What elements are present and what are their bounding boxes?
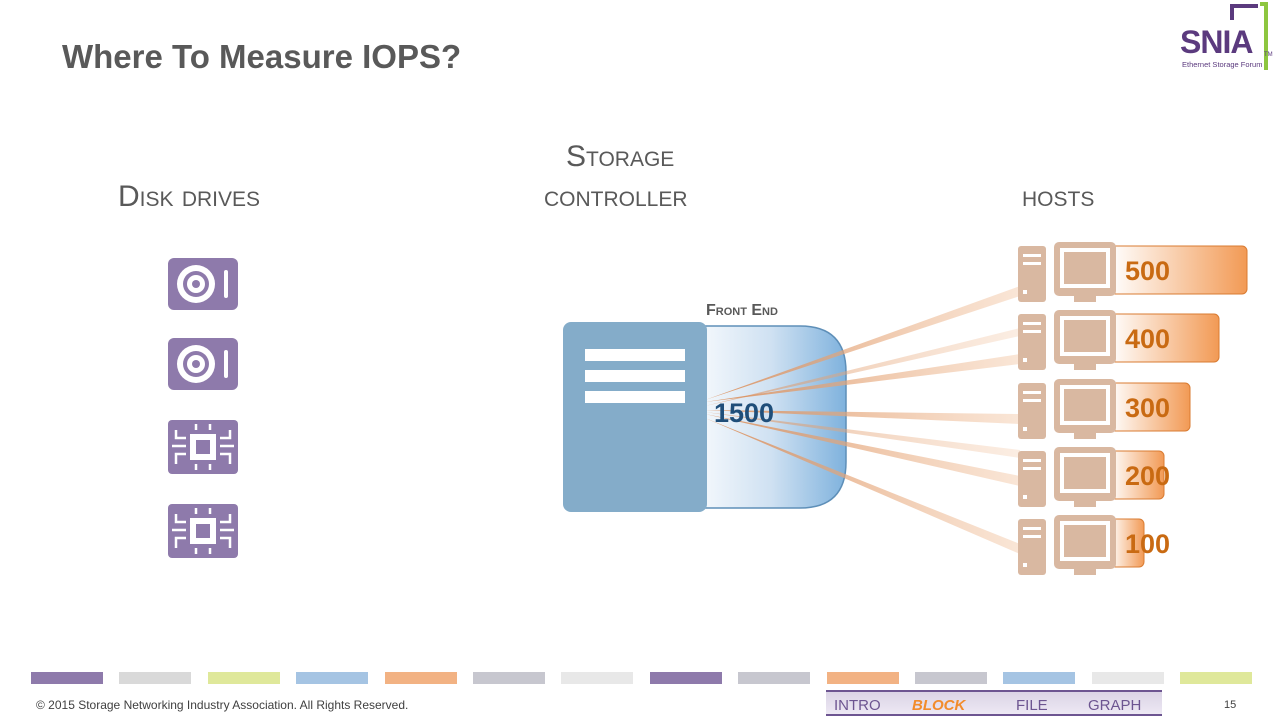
- computer-icon: [1018, 310, 1116, 370]
- computer-icon: [1018, 379, 1116, 439]
- footer-color-bar: [1092, 672, 1164, 684]
- footer-color-bar: [650, 672, 722, 684]
- footer-color-bar: [296, 672, 368, 684]
- connection-beam: [705, 354, 1020, 402]
- section-nav: INTRO BLOCK FILE GRAPH: [826, 690, 1162, 716]
- controller-slot: [585, 370, 685, 382]
- footer-color-bar: [1003, 672, 1075, 684]
- disk-drives-heading: Disk drives: [118, 180, 261, 213]
- host-iops-value: 200: [1125, 461, 1171, 491]
- nav-item-block[interactable]: BLOCK: [912, 697, 966, 714]
- computer-icon: [1018, 515, 1116, 575]
- host-iops-value: 100: [1125, 529, 1171, 559]
- front-end-label: Front End: [706, 302, 778, 319]
- footer-color-bar: [385, 672, 457, 684]
- logo-trademark: TM: [1264, 52, 1273, 58]
- connection-beam: [705, 412, 1020, 458]
- connection-beam: [705, 418, 1020, 554]
- footer-color-bar: [738, 672, 810, 684]
- connection-beam: [705, 286, 1020, 400]
- logo-mark: [1230, 2, 1268, 70]
- snia-logo: SNIA TM Ethernet Storage Forum: [1172, 0, 1273, 80]
- nav-item-intro[interactable]: INTRO: [834, 697, 881, 714]
- controller-slot: [585, 391, 685, 403]
- copyright-text: © 2015 Storage Networking Industry Assoc…: [36, 698, 409, 712]
- footer-color-bar: [473, 672, 545, 684]
- nav-top-rule: [826, 690, 1162, 692]
- footer-color-bar: [31, 672, 103, 684]
- nav-item-file[interactable]: FILE: [1016, 697, 1048, 714]
- hosts-heading: hosts: [1022, 180, 1095, 213]
- disk-drives-group: [168, 258, 238, 558]
- connection-beam: [705, 410, 1020, 424]
- computer-icon: [1018, 447, 1116, 507]
- hdd-icon: [168, 258, 238, 310]
- hdd-icon: [168, 338, 238, 390]
- logo-subtitle: Ethernet Storage Forum: [1182, 60, 1263, 69]
- controller-heading: controller: [544, 180, 688, 213]
- page-number: 15: [1224, 699, 1237, 711]
- connection-beam: [705, 328, 1020, 406]
- footer-color-bar: [208, 672, 280, 684]
- ssd-chip-icon: [168, 504, 238, 558]
- storage-heading: Storage: [566, 140, 675, 173]
- connection-beam: [705, 414, 1020, 486]
- ssd-chip-icon: [168, 420, 238, 474]
- logo-name: SNIA: [1180, 24, 1253, 60]
- footer-color-bar: [119, 672, 191, 684]
- footer-color-bar: [915, 672, 987, 684]
- host-iops-value: 400: [1125, 324, 1171, 354]
- nav-bottom-rule: [826, 714, 1162, 716]
- computer-icon: [1018, 242, 1116, 302]
- host-iops-value: 300: [1125, 393, 1171, 423]
- footer-color-bar: [561, 672, 633, 684]
- footer-color-bar: [827, 672, 899, 684]
- controller-iops-value: 1500: [714, 398, 775, 428]
- nav-item-graph[interactable]: GRAPH: [1088, 697, 1142, 714]
- front-end-shape: [679, 325, 847, 509]
- footer-color-bar: [1180, 672, 1252, 684]
- host-iops-value: 500: [1125, 256, 1171, 286]
- slide-title: Where To Measure IOPS?: [62, 38, 462, 75]
- controller-slot: [585, 349, 685, 361]
- controller-box: [563, 322, 707, 512]
